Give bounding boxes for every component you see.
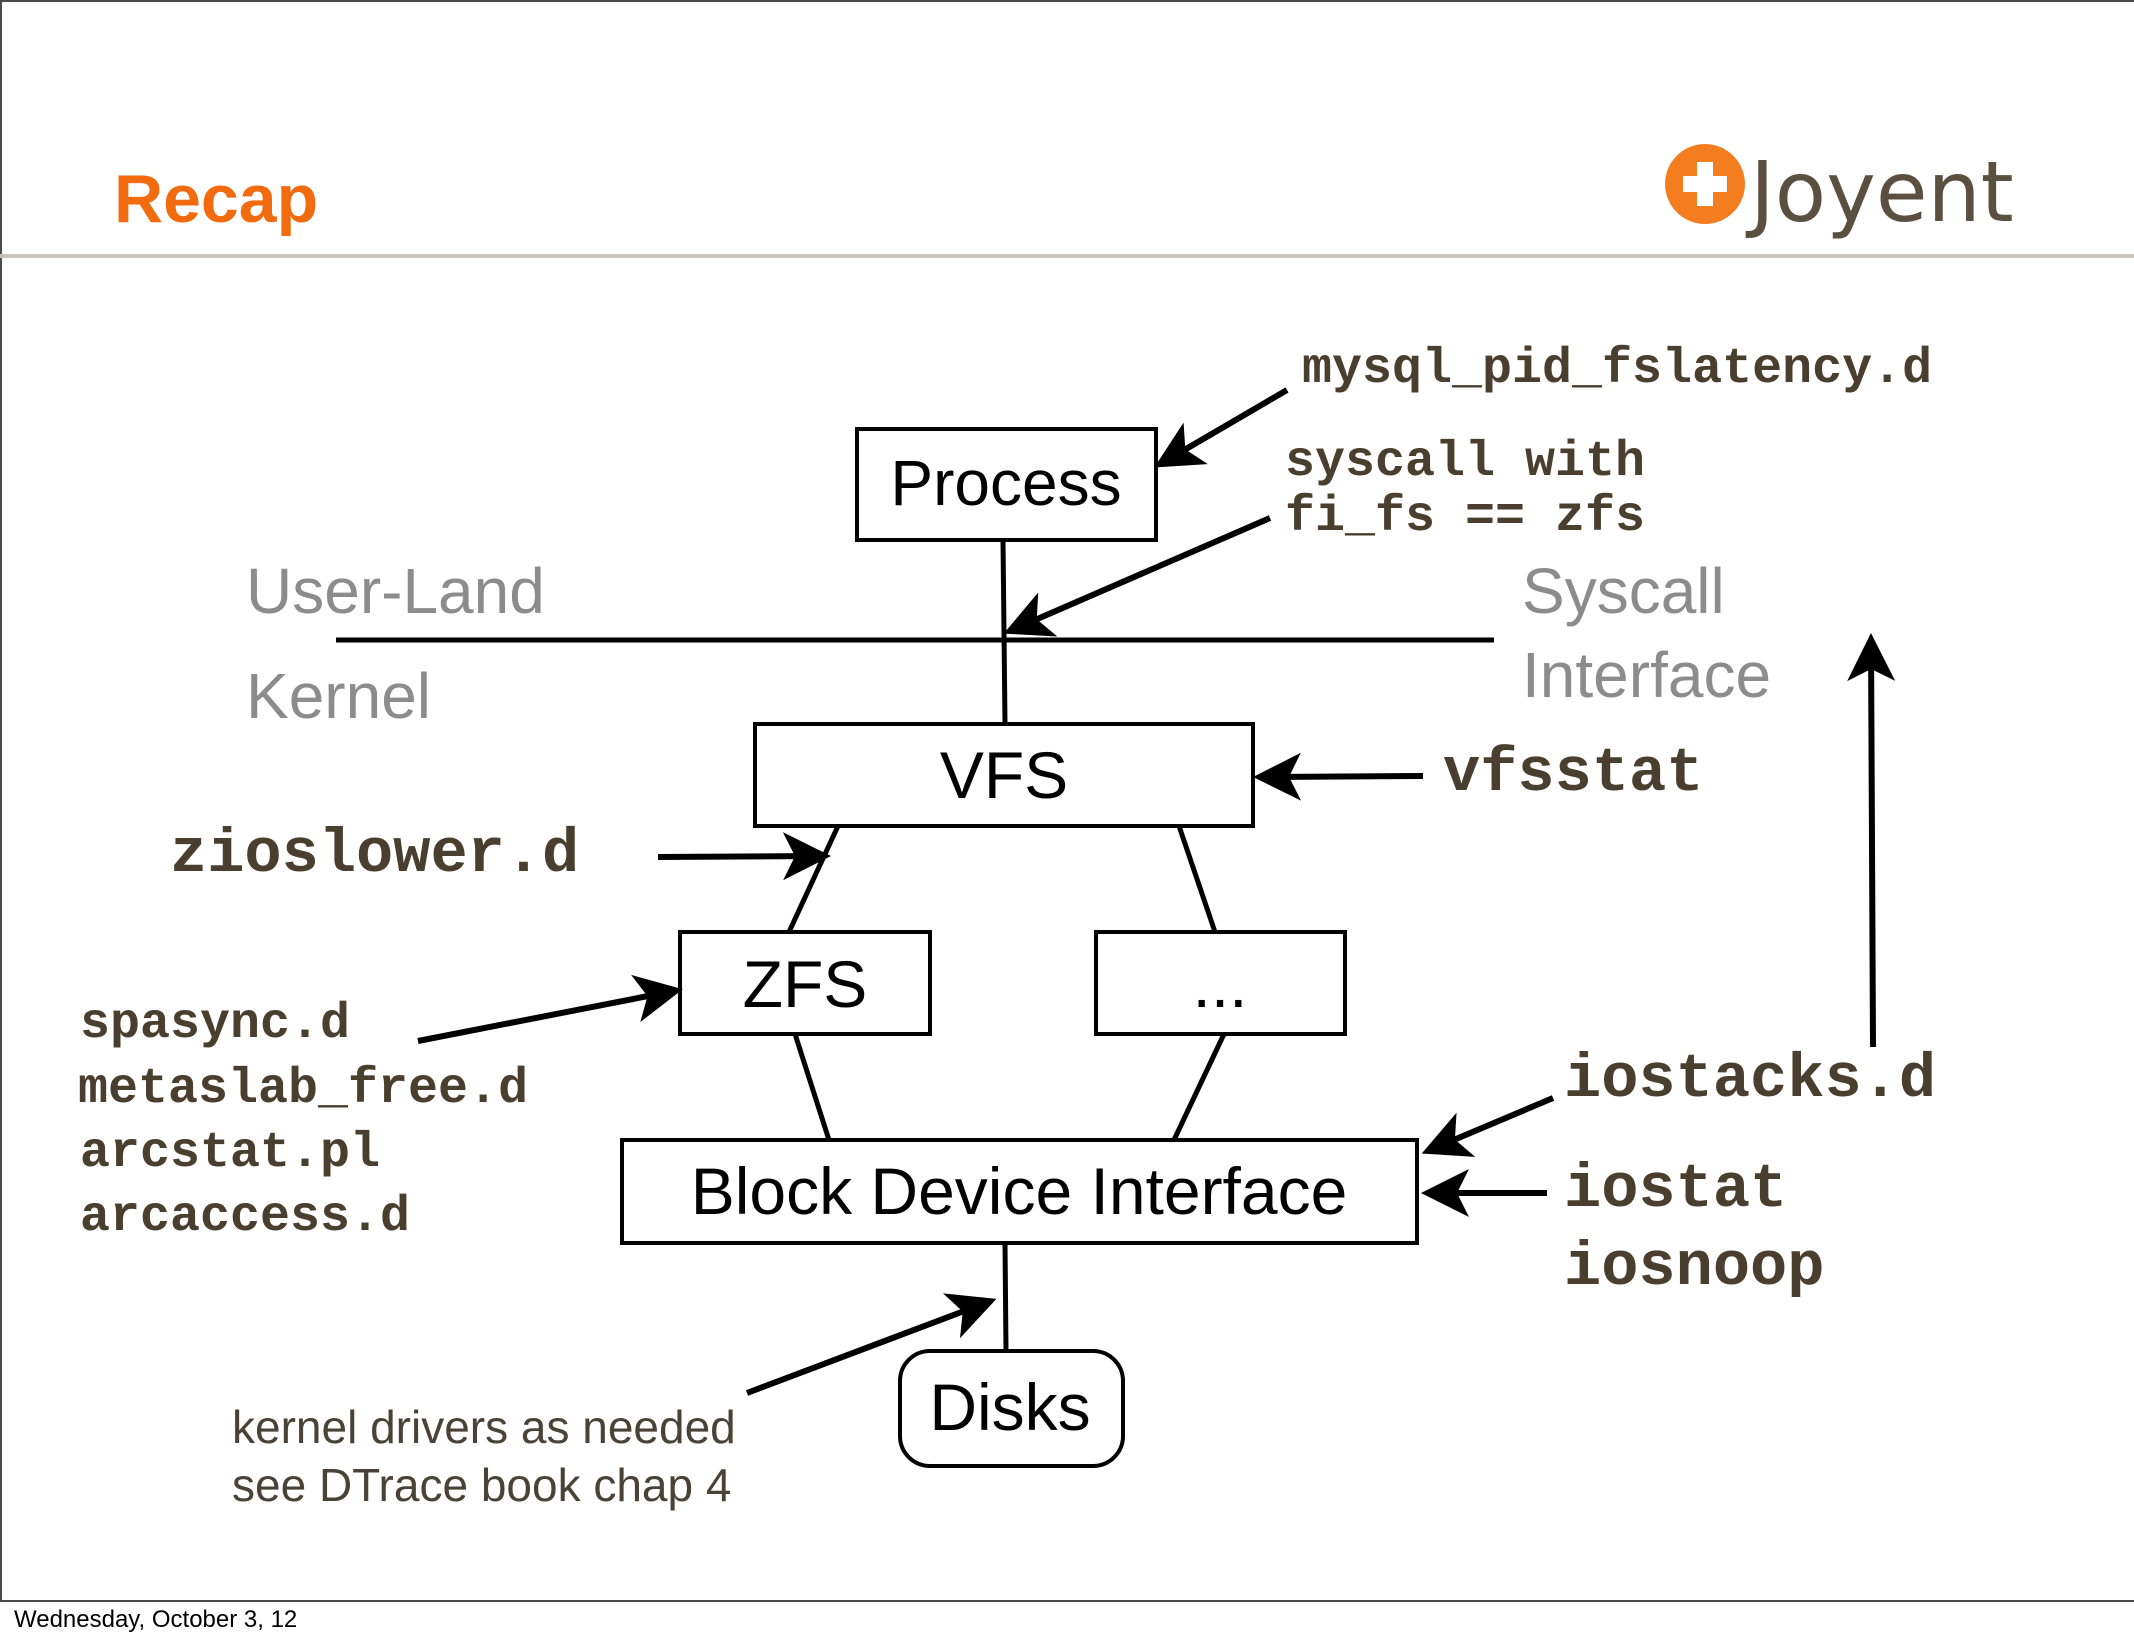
vfs-box: VFS [753,722,1255,828]
arrow-vfsstat-to-vfs [1253,752,1424,801]
zfs-tool-label: arcaccess.d [80,1189,410,1246]
arrow-mysql-to-process [1154,387,1289,468]
iosnoop-label: iosnoop [1564,1232,1824,1303]
arrow-zioslower-to-connector [657,832,831,881]
process-label: Process [890,447,1121,519]
kernel-label: Kernel [246,660,431,732]
other-fs-label: ... [1192,947,1247,1021]
arrow-drivers-to-bdi-disks [745,1293,997,1396]
note-kernel-drivers: kernel drivers as needed [232,1401,736,1453]
user-land-label: User-Land [246,555,545,627]
zioslower-label: zioslower.d [170,819,579,890]
logo-text: Joyent [1745,143,2014,241]
interface-label: Interface [1522,639,1771,711]
block-device-interface-label: Block Device Interface [691,1154,1348,1228]
vfs-label: VFS [940,738,1068,812]
zfs-label: ZFS [743,947,868,1021]
syscall-label: Syscall [1522,555,1725,627]
mysql-pid-fslatency-label: mysql_pid_fslatency.d [1302,341,1932,398]
iostat-label: iostat [1564,1154,1787,1225]
arrow-syscall-to-boundary [1003,515,1272,637]
note-dtrace-book: see DTrace book chap 4 [232,1459,731,1511]
arrow-iostacks-to-syscall [1847,633,1896,1048]
connector-bdi-disks [1002,1242,1009,1352]
disks-label: Disks [929,1370,1090,1444]
zfs-tool-label: metaslab_free.d [78,1061,528,1118]
plus-circle-icon [1665,144,1745,224]
arrow-zfs-tools-to-zfs [417,974,683,1044]
process-box: Process [855,427,1158,542]
block-device-interface-box: Block Device Interface [620,1138,1419,1245]
syscall-with-label: syscall with [1285,434,1645,491]
connector-other-bdi [1171,1032,1227,1142]
zfs-tool-label: arcstat.pl [80,1125,380,1182]
zfs-tool-label: spasync.d [80,996,350,1053]
other-fs-box: ... [1094,930,1347,1036]
slide-title: Recap [114,161,318,237]
header-divider [0,254,2134,258]
connector-zfs-bdi [792,1033,832,1141]
arrow-iostacks-to-bdi [1421,1095,1555,1157]
fi-fs-zfs-label: fi_fs == zfs [1285,489,1645,546]
disks-box: Disks [898,1349,1125,1468]
joyent-logo: Joyent [1665,143,2014,241]
connector-vfs-other [1176,825,1218,933]
iostacks-label: iostacks.d [1564,1044,1936,1115]
connector-vfs-zfs [786,824,841,934]
connector-process-vfs [1000,539,1008,725]
zfs-box: ZFS [678,930,932,1036]
vfsstat-label: vfsstat [1443,738,1703,809]
footer-date: Wednesday, October 3, 12 [14,1606,298,1633]
